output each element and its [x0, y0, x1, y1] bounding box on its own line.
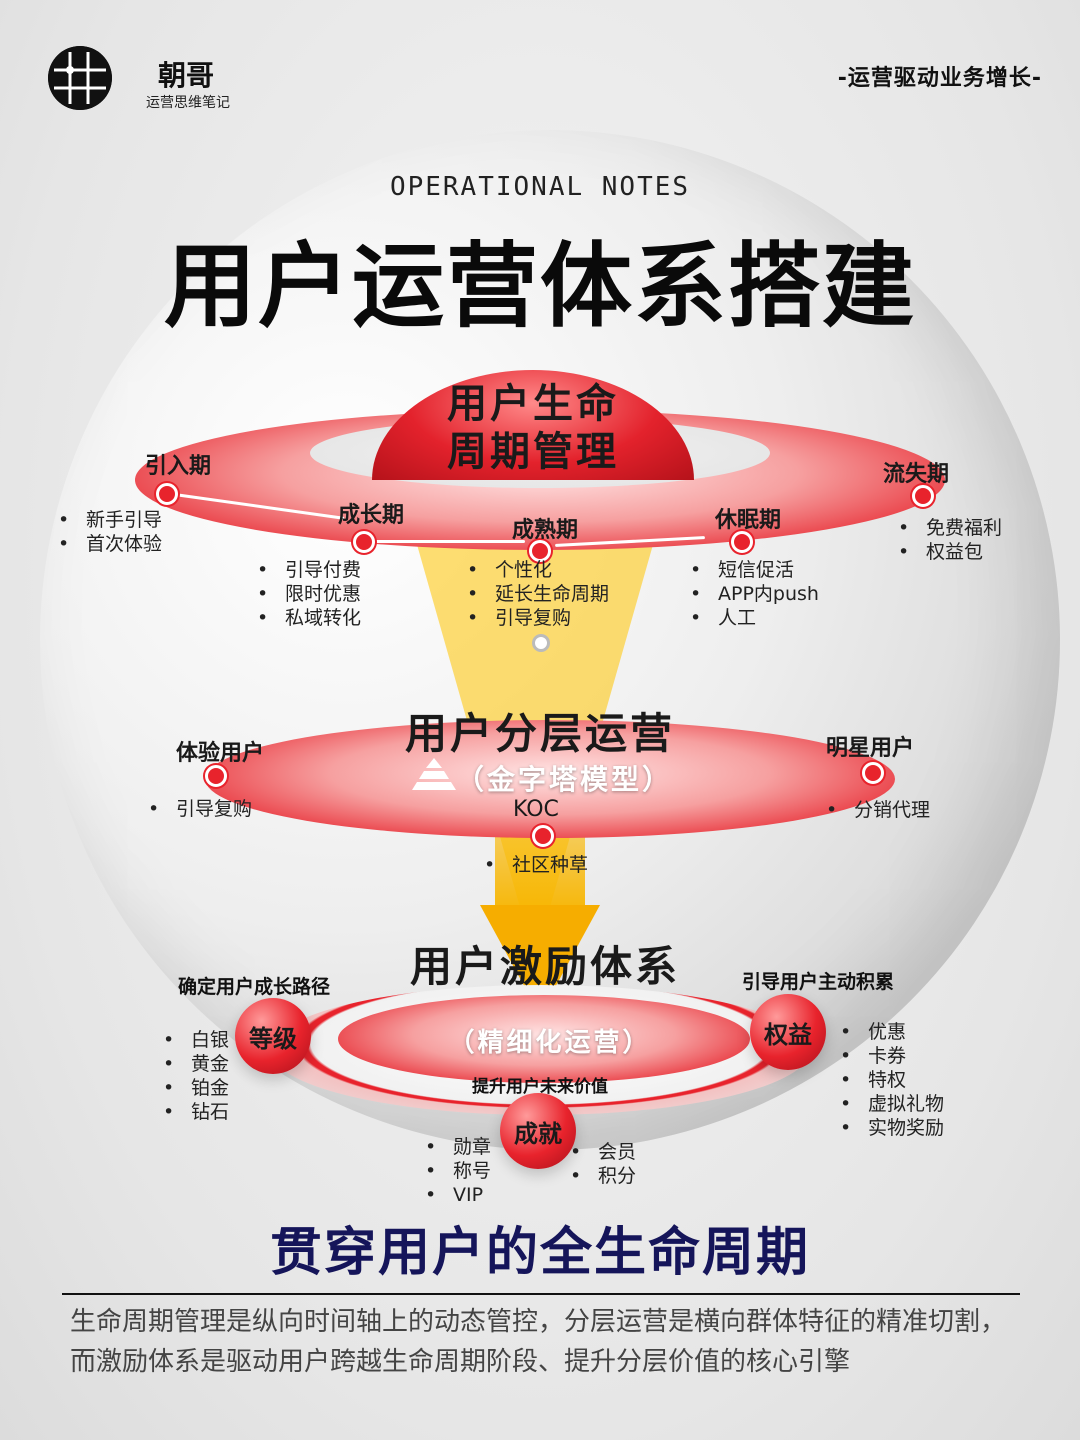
list-item: 引导复购	[148, 797, 252, 821]
group-label-trial: 体验用户	[176, 741, 265, 766]
layering-title: 用户分层运营	[404, 709, 675, 758]
list-item: 优惠	[840, 1020, 944, 1044]
group-list-star: 分销代理	[826, 798, 930, 822]
stage-dot-churn	[912, 485, 934, 507]
stage-list-growth: 引导付费 限时优惠 私域转化	[257, 558, 361, 630]
list-item: 引导付费	[257, 558, 361, 582]
incentive-right-caption: 引导用户主动积累	[742, 971, 895, 993]
group-dot-koc	[532, 825, 554, 847]
list-item: 新手引导	[58, 508, 162, 532]
list-item: 黄金	[163, 1052, 229, 1076]
conclusion-heading: 贯穿用户的全生命周期	[269, 1223, 810, 1283]
list-item: 特权	[840, 1068, 944, 1092]
group-list-trial: 引导复购	[148, 797, 252, 821]
group-label-star: 明星用户	[826, 736, 915, 761]
list-item: 积分	[570, 1164, 636, 1188]
stage-list-mature: 个性化 延长生命周期 引导复购	[467, 558, 609, 630]
group-list-koc: 社区种草	[484, 853, 588, 877]
stage-label-mature: 成熟期	[512, 518, 579, 543]
list-item: 引导复购	[467, 606, 609, 630]
stage-list-intro: 新手引导 首次体验	[58, 508, 162, 556]
incentive-disc	[338, 995, 750, 1083]
list-item: 限时优惠	[257, 582, 361, 606]
list-item: 延长生命周期	[467, 582, 609, 606]
achievement-list-left: 勋章 称号 VIP	[425, 1135, 491, 1207]
rights-list: 优惠 卡券 特权 虚拟礼物 实物奖励	[840, 1020, 944, 1140]
stage-label-growth: 成长期	[338, 503, 405, 528]
list-item: 私域转化	[257, 606, 361, 630]
list-item: 虚拟礼物	[840, 1092, 944, 1116]
author-logo	[48, 46, 112, 110]
list-item: 免费福利	[898, 516, 1002, 540]
layering-subtitle: （金字塔模型）	[456, 763, 674, 796]
author-subtitle: 运营思维笔记	[146, 95, 230, 111]
incentive-title: 用户激励体系	[409, 942, 680, 991]
stage-dot-growth	[353, 531, 375, 553]
list-item: VIP	[425, 1183, 491, 1207]
list-item: 社区种草	[484, 853, 588, 877]
achievement-list-right: 会员 积分	[570, 1140, 636, 1188]
incentive-subtitle: （精细化运营）	[448, 1028, 652, 1058]
group-dot-star	[862, 762, 884, 784]
level-list: 白银 黄金 铂金 钻石	[163, 1028, 229, 1124]
list-item: 钻石	[163, 1100, 229, 1124]
layering-disc	[205, 720, 895, 838]
divider	[62, 1293, 1020, 1295]
list-item: 分销代理	[826, 798, 930, 822]
lifecycle-title-line2: 周期管理	[447, 429, 619, 475]
slogan: -运营驱动业务增长-	[837, 66, 1042, 91]
group-dot-trial	[205, 765, 227, 787]
group-label-koc: KOC	[513, 797, 559, 822]
stage-label-dormant: 休眠期	[715, 508, 782, 533]
incentive-caption: 提升用户未来价值	[472, 1077, 608, 1097]
rights-ball: 权益	[750, 994, 826, 1070]
list-item: 短信促活	[690, 558, 819, 582]
lifecycle-title: 用户生命 周期管理	[372, 380, 694, 476]
list-item: 首次体验	[58, 532, 162, 556]
stage-list-dormant: 短信促活 APP内push 人工	[690, 558, 819, 630]
achievement-ball: 成就	[500, 1093, 576, 1169]
stage-dot-dormant	[731, 531, 753, 553]
list-item: 会员	[570, 1140, 636, 1164]
list-item: 勋章	[425, 1135, 491, 1159]
funnel-node	[532, 634, 550, 652]
list-item: 实物奖励	[840, 1116, 944, 1140]
stage-label-churn: 流失期	[883, 462, 950, 487]
flow-line-2	[375, 540, 525, 543]
lifecycle-title-line1: 用户生命	[447, 381, 619, 427]
summary-text: 生命周期管理是纵向时间轴上的动态管控，分层运营是横向群体特征的精准切割，而激励体…	[70, 1307, 1007, 1377]
stage-list-churn: 免费福利 权益包	[898, 516, 1002, 564]
level-ball: 等级	[235, 998, 311, 1074]
page-title: 用户运营体系搭建	[163, 233, 916, 340]
list-item: 称号	[425, 1159, 491, 1183]
stage-dot-intro	[156, 483, 178, 505]
stage-label-intro: 引入期	[145, 454, 212, 479]
list-item: 人工	[690, 606, 819, 630]
list-item: 卡券	[840, 1044, 944, 1068]
author-name: 朝哥	[158, 59, 215, 92]
pyramid-icon	[412, 756, 456, 792]
eyebrow-text: OPERATIONAL NOTES	[389, 172, 691, 202]
list-item: 白银	[163, 1028, 229, 1052]
list-item: 个性化	[467, 558, 609, 582]
incentive-left-caption: 确定用户成长路径	[178, 976, 331, 998]
list-item: 权益包	[898, 540, 1002, 564]
list-item: 铂金	[163, 1076, 229, 1100]
list-item: APP内push	[690, 582, 819, 606]
